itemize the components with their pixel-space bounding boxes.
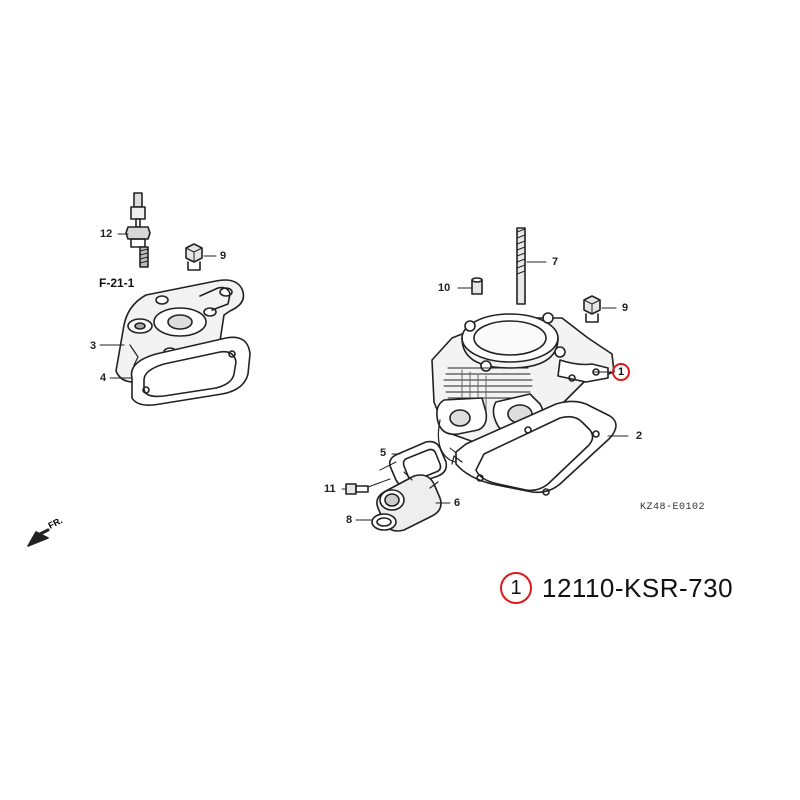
- dowel-pin-part: [471, 277, 483, 295]
- callout-8: 8: [346, 514, 353, 526]
- callout-3: 3: [90, 340, 97, 352]
- cylinder-block-part: [431, 312, 615, 467]
- reed-gasket-part: [388, 440, 448, 488]
- callout-1-highlighted: 1: [612, 363, 630, 381]
- callout-6: 6: [454, 497, 461, 509]
- drawing-code: KZ48-E0102: [640, 502, 706, 513]
- part-number-row: 1 12110-KSR-730: [500, 568, 733, 608]
- base-gasket-part: [451, 400, 617, 496]
- callout-5: 5: [380, 447, 387, 459]
- nut-part-right: [583, 295, 601, 323]
- spark-plug-part: [125, 192, 151, 268]
- callout-4: 4: [100, 372, 107, 384]
- head-gasket-part: [130, 336, 251, 406]
- callout-12: 12: [100, 228, 113, 240]
- o-ring-part: [371, 513, 397, 531]
- nut-part-left: [185, 243, 203, 271]
- stud-bolt-part: [516, 227, 526, 305]
- callout-9-left: 9: [220, 250, 227, 262]
- callout-9-right: 9: [622, 302, 629, 314]
- callout-11: 11: [324, 483, 336, 495]
- part-number: 12110-KSR-730: [542, 572, 734, 603]
- reference-label: F-21-1: [99, 276, 135, 290]
- part-index-badge: 1: [500, 572, 532, 604]
- front-direction-arrow: [27, 528, 50, 547]
- callout-10: 10: [438, 282, 451, 294]
- callout-7: 7: [552, 256, 559, 268]
- callout-2: 2: [636, 430, 643, 442]
